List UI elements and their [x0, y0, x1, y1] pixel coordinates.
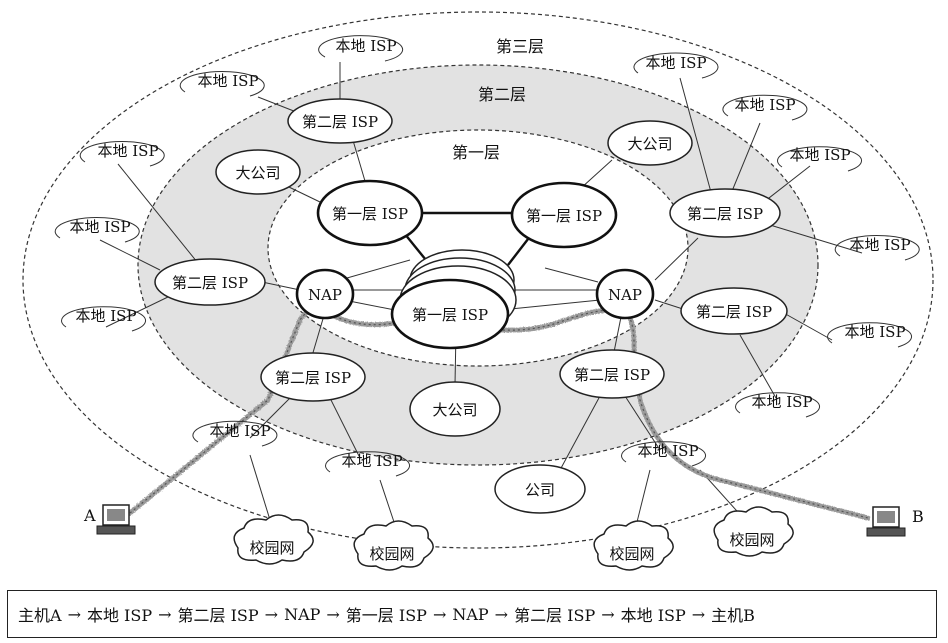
big-company-left: 大公司 — [215, 149, 301, 195]
svg-text:第二层 ISP: 第二层 ISP — [696, 303, 772, 321]
svg-text:本地 ISP: 本地 ISP — [209, 422, 270, 440]
path-arrow: → — [494, 604, 509, 624]
campus-net-3: 校园网 — [593, 520, 674, 571]
svg-text:本地 ISP: 本地 ISP — [645, 54, 706, 72]
svg-text:第二层 ISP: 第二层 ISP — [687, 205, 763, 223]
svg-text:第一层 ISP: 第一层 ISP — [526, 207, 602, 225]
nap-right: NAP — [595, 268, 655, 320]
svg-text:本地 ISP: 本地 ISP — [75, 307, 136, 325]
tier1-isp-right: 第一层 ISP — [510, 181, 618, 249]
path-step: 第二层 ISP — [177, 606, 259, 625]
svg-text:本地 ISP: 本地 ISP — [69, 218, 130, 236]
svg-text:本地 ISP: 本地 ISP — [335, 37, 396, 55]
local-isp-13: 本地 ISP — [325, 451, 410, 477]
svg-text:第一层 ISP: 第一层 ISP — [412, 306, 488, 324]
path-step: 第二层 ISP — [514, 606, 596, 625]
local-isp-8: 本地 ISP — [834, 235, 920, 261]
local-isp-14: 本地 ISP — [621, 441, 706, 467]
path-caption-box: 主机A→本地 ISP→第二层 ISP→NAP→第一层 ISP→NAP→第二层 I… — [7, 590, 937, 638]
path-arrow: → — [326, 604, 340, 624]
path-step: 主机B — [711, 606, 755, 625]
tier2-isp-bottom-left: 第二层 ISP — [260, 352, 366, 402]
svg-text:本地 ISP: 本地 ISP — [789, 146, 850, 164]
svg-text:大公司: 大公司 — [235, 164, 280, 182]
svg-text:本地 ISP: 本地 ISP — [197, 72, 258, 90]
path-step: NAP — [284, 604, 321, 624]
local-isps: 本地 ISP 本地 ISP 本地 ISP 本地 ISP 本地 ISP 本地 IS… — [54, 35, 920, 477]
host-b: B — [866, 506, 924, 537]
path-arrow: → — [432, 604, 447, 624]
path-step: NAP — [452, 604, 489, 624]
big-company-right: 大公司 — [607, 120, 693, 166]
local-isp-12: 本地 ISP — [192, 420, 278, 447]
big-company-bottom: 大公司 — [409, 381, 501, 437]
campus-net-4: 校园网 — [713, 506, 794, 557]
svg-text:大公司: 大公司 — [432, 401, 477, 419]
svg-text:本地 ISP: 本地 ISP — [341, 452, 402, 470]
svg-text:第一层 ISP: 第一层 ISP — [332, 205, 408, 223]
svg-text:第二层 ISP: 第二层 ISP — [302, 113, 378, 131]
svg-text:本地 ISP: 本地 ISP — [734, 96, 795, 114]
local-isp-11: 本地 ISP — [735, 392, 820, 418]
tier2-isp-right-top: 第二层 ISP — [669, 188, 781, 238]
tier2-isp-top: 第二层 ISP — [287, 98, 393, 144]
svg-text:本地 ISP: 本地 ISP — [97, 142, 158, 160]
svg-text:第二层 ISP: 第二层 ISP — [574, 366, 650, 384]
svg-text:本地 ISP: 本地 ISP — [849, 236, 910, 254]
local-isp-7: 本地 ISP — [54, 217, 140, 243]
local-isp-4: 本地 ISP — [722, 94, 808, 121]
campus-net-1: 校园网 — [233, 514, 314, 565]
svg-text:NAP: NAP — [608, 286, 642, 304]
tier2-isp-right: 第二层 ISP — [680, 287, 788, 335]
campus-net-2: 校园网 — [353, 520, 434, 571]
company-bottom: 公司 — [494, 464, 586, 514]
svg-text:第二层 ISP: 第二层 ISP — [275, 369, 351, 387]
local-isp-5: 本地 ISP — [777, 146, 862, 172]
host-a-label: A — [83, 506, 96, 525]
local-isp-3: 本地 ISP — [633, 52, 719, 79]
svg-text:公司: 公司 — [525, 481, 555, 499]
local-isp-1: 本地 ISP — [318, 35, 404, 62]
path-arrow: → — [601, 604, 615, 624]
svg-text:大公司: 大公司 — [627, 135, 672, 153]
svg-text:校园网: 校园网 — [609, 545, 654, 563]
svg-text:NAP: NAP — [308, 286, 342, 304]
host-b-label: B — [912, 507, 924, 526]
local-isp-2: 本地 ISP — [179, 71, 265, 97]
path-arrow: → — [264, 604, 279, 624]
local-isp-10: 本地 ISP — [827, 322, 912, 348]
path-step: 本地 ISP — [620, 606, 686, 625]
tier1-isp-left: 第一层 ISP — [316, 179, 424, 247]
tier2-label: 第二层 — [478, 85, 526, 104]
path-arrow: → — [158, 604, 172, 624]
nap-left: NAP — [295, 268, 355, 320]
local-isp-6: 本地 ISP — [79, 141, 165, 167]
path-step: 第一层 ISP — [345, 606, 427, 625]
tier2-isp-bottom-right: 第二层 ISP — [559, 349, 665, 399]
tier1-label: 第一层 — [452, 143, 500, 162]
svg-text:本地 ISP: 本地 ISP — [751, 393, 812, 411]
svg-text:本地 ISP: 本地 ISP — [637, 442, 698, 460]
tier2-isp-left: 第二层 ISP — [154, 258, 266, 306]
tier1-isp-center: 第一层 ISP — [390, 249, 517, 350]
host-a: A — [83, 504, 136, 535]
tier3-label: 第三层 — [496, 37, 544, 56]
svg-text:校园网: 校园网 — [729, 531, 774, 549]
path-arrow: → — [67, 604, 81, 624]
path-step: 主机A — [18, 606, 62, 625]
svg-text:第二层 ISP: 第二层 ISP — [172, 274, 248, 292]
path-step: 本地 ISP — [86, 606, 153, 625]
internet-tier-diagram: 第三层 第二层 第一层 — [22, 11, 934, 571]
svg-text:校园网: 校园网 — [369, 545, 414, 563]
path-arrow: → — [691, 604, 706, 624]
svg-text:校园网: 校园网 — [249, 539, 294, 557]
svg-text:本地 ISP: 本地 ISP — [844, 323, 905, 341]
local-isp-9: 本地 ISP — [61, 306, 146, 332]
